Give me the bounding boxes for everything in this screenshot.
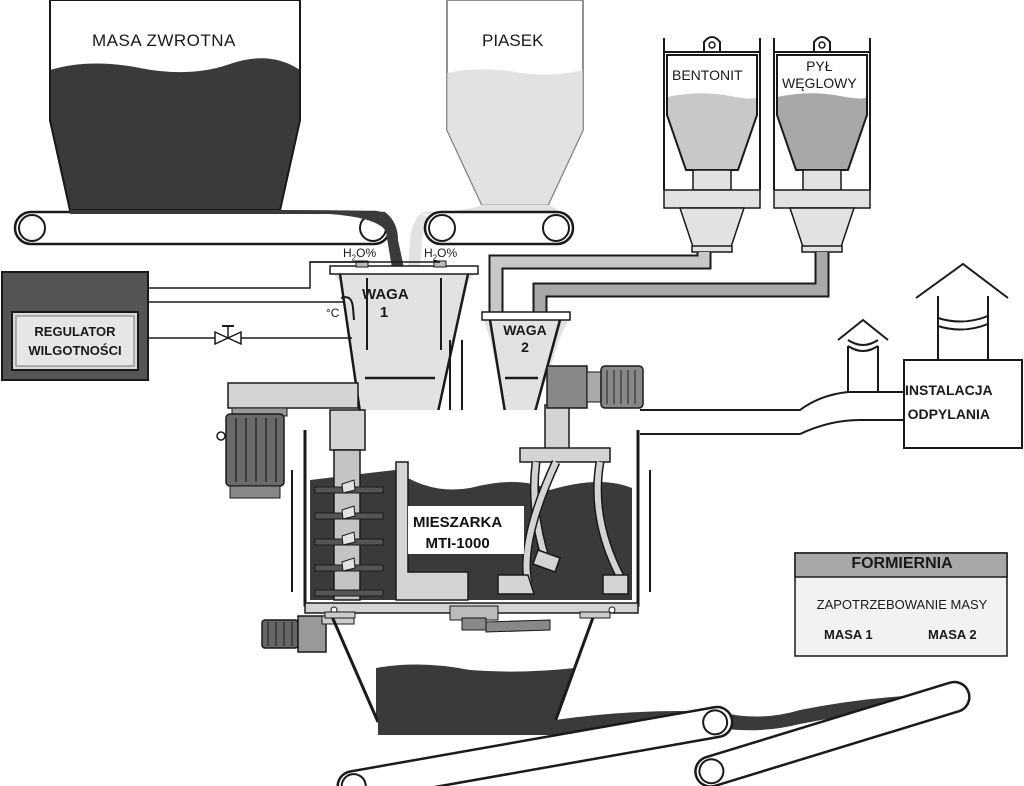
pipes-additives bbox=[488, 252, 830, 318]
moisture-probe-2-sub: 2 bbox=[432, 253, 438, 263]
mixer-whirler bbox=[497, 404, 629, 595]
scale-waga-1-label-line2: 1 bbox=[379, 304, 389, 321]
output-hopper bbox=[324, 611, 611, 723]
foundry-panel-demand: ZAPOTRZEBOWANIE MASY bbox=[816, 597, 988, 612]
hopper-return-sand-label: MASA ZWROTNA bbox=[92, 31, 236, 50]
moisture-probe-1-post: O% bbox=[356, 246, 377, 260]
scale-waga-1-label-line1: WAGA bbox=[362, 286, 409, 303]
temperature-probe-label: °C bbox=[326, 306, 340, 320]
scale-waga-2-label: WAGA 2 bbox=[497, 322, 553, 356]
mixer-rotor bbox=[314, 409, 469, 601]
conveyor-sand bbox=[408, 205, 575, 268]
foundry-panel bbox=[794, 552, 1008, 657]
silo-coal-dust-label-line1: PYŁ bbox=[806, 58, 833, 74]
moisture-probe-1-sub: 2 bbox=[351, 253, 357, 263]
moisture-probe-2-pre: H bbox=[424, 246, 433, 260]
mixer-label-line1: MIESZARKA bbox=[413, 514, 503, 531]
hopper-sand bbox=[446, 0, 584, 206]
silo-bentonite-label: BENTONIT bbox=[672, 67, 743, 83]
hopper-sand-label: PIASEK bbox=[482, 31, 544, 50]
mixer-label: MIESZARKA MTI-1000 bbox=[413, 512, 502, 554]
silo-coal-dust bbox=[773, 36, 871, 253]
conveyor-return-sand bbox=[13, 210, 404, 268]
moisture-regulator bbox=[1, 271, 149, 381]
foundry-panel-mass-1: MASA 1 bbox=[824, 627, 873, 642]
whirler-motor bbox=[546, 365, 644, 409]
moisture-probe-1-label: H2O% bbox=[343, 247, 376, 262]
mixer-label-line2: MTI-1000 bbox=[425, 535, 490, 552]
foundry-panel-mass-2: MASA 2 bbox=[928, 627, 977, 642]
moisture-regulator-label-line1: REGULATOR bbox=[34, 324, 116, 339]
mixer-drive-left bbox=[216, 382, 359, 499]
dust-extraction bbox=[640, 262, 1023, 449]
hopper-return-sand bbox=[49, 0, 301, 211]
dust-extraction-label-line1: INSTALACJA bbox=[905, 382, 993, 398]
conveyor-output bbox=[336, 680, 971, 786]
moisture-regulator-label: REGULATOR WILGOTNOŚCI bbox=[16, 322, 134, 360]
silo-coal-dust-label: PYŁ WĘGLOWY bbox=[782, 58, 857, 92]
scale-waga-2-label-line2: 2 bbox=[521, 339, 529, 355]
dust-extraction-label: INSTALACJA ODPYLANIA bbox=[905, 378, 993, 426]
moisture-probe-1-pre: H bbox=[343, 246, 352, 260]
water-valve bbox=[214, 325, 242, 346]
signal-lines bbox=[148, 261, 440, 339]
silo-bentonite bbox=[663, 36, 761, 253]
dust-extraction-label-line2: ODPYLANIA bbox=[907, 406, 991, 422]
foundry-panel-title: FORMIERNIA bbox=[851, 555, 953, 572]
scale-waga-1-label: WAGA 1 bbox=[362, 286, 409, 322]
discharge-gate bbox=[449, 605, 551, 633]
scale-waga-2-label-line1: WAGA bbox=[503, 322, 547, 338]
moisture-regulator-label-line2: WILGOTNOŚCI bbox=[28, 343, 122, 358]
moisture-probe-2-post: O% bbox=[437, 246, 458, 260]
discharge-drive bbox=[261, 615, 355, 653]
silo-coal-dust-label-line2: WĘGLOWY bbox=[782, 75, 857, 91]
moisture-probe-2-label: H2O% bbox=[424, 247, 457, 262]
mixer-label-box bbox=[408, 506, 524, 554]
